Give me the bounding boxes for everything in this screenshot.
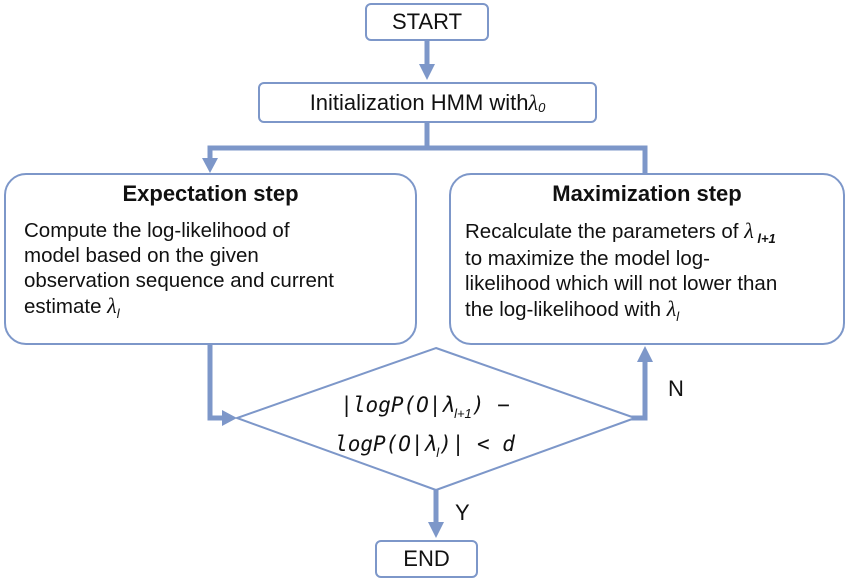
- expectation-step-node: Expectation step Compute the log-likelih…: [4, 173, 417, 345]
- maximization-step-title: Maximization step: [552, 181, 742, 206]
- condition-line-2-post: )| < d: [439, 432, 515, 456]
- condition-line-2-subscript: l: [436, 445, 440, 460]
- end-label: END: [403, 546, 450, 571]
- start-node: START: [365, 3, 489, 41]
- expectation-step-title: Expectation step: [122, 181, 299, 206]
- decision-diamond: [234, 346, 638, 492]
- maximization-line-3: likelihood which will not lower than: [465, 272, 778, 295]
- condition-line-1-pre: |logP(O|λ: [340, 393, 455, 417]
- start-label: START: [391, 9, 463, 34]
- maximization-line-4: the log-likelihood with λl: [465, 296, 833, 324]
- condition-line-2: logP(O|λl)| < d: [300, 426, 550, 465]
- expectation-line-4: estimate λl: [24, 293, 405, 321]
- maximization-step-node: Maximization step Recalculate the parame…: [449, 173, 845, 345]
- expectation-line-4-text: estimate: [24, 295, 108, 318]
- connector-estep-diamond: [207, 345, 225, 421]
- expectation-step-body: Compute the log-likelihood of model base…: [24, 218, 405, 321]
- expectation-line-3: observation sequence and current: [24, 269, 334, 292]
- connector-split-right: [427, 145, 648, 173]
- maximization-step-body: Recalculate the parameters of λ l+1 to m…: [465, 218, 833, 324]
- condition-line-1-post: ) −: [471, 393, 510, 417]
- initialization-lambda-subscript: 0: [538, 100, 546, 115]
- maximization-lambda-subscript: l+1: [753, 231, 776, 246]
- maximization-lambda-2: λ: [666, 296, 677, 321]
- edge-label-no: N: [668, 376, 684, 401]
- arrowhead-mstep: [637, 346, 653, 362]
- expectation-lambda: λ: [107, 293, 117, 318]
- expectation-line-1: Compute the log-likelihood of: [24, 219, 290, 242]
- maximization-line-1-text: Recalculate the parameters of: [465, 220, 745, 243]
- connector-diamond-mstep: [623, 362, 648, 421]
- maximization-line-1: Recalculate the parameters of λ l+1: [465, 218, 833, 246]
- expectation-line-2: model based on the given: [24, 244, 259, 267]
- connector-split-left: [207, 145, 427, 160]
- arrowhead-estep: [202, 158, 218, 173]
- initialization-lambda: λ: [528, 89, 539, 115]
- maximization-line-4-text: the log-likelihood with: [465, 298, 667, 321]
- arrowhead-init: [419, 64, 435, 80]
- condition-line-2-pre: logP(O|λ: [335, 432, 437, 456]
- arrowhead-diamond-left: [222, 410, 237, 426]
- condition-line-1-subscript: l+1: [454, 406, 472, 421]
- maximization-lambda: λ: [744, 218, 754, 243]
- expectation-lambda-subscript: l: [116, 306, 120, 321]
- maximization-lambda-2-subscript: l: [676, 309, 680, 324]
- arrowhead-end: [428, 522, 444, 538]
- initialization-text: Initialization HMM with: [309, 89, 529, 115]
- maximization-line-2: to maximize the model log-: [465, 247, 710, 270]
- edge-label-yes: Y: [455, 500, 470, 525]
- end-node: END: [375, 540, 478, 578]
- decision-condition: |logP(O|λl+1) − logP(O|λl)| < d: [300, 387, 550, 465]
- condition-line-1: |logP(O|λl+1) −: [300, 387, 550, 426]
